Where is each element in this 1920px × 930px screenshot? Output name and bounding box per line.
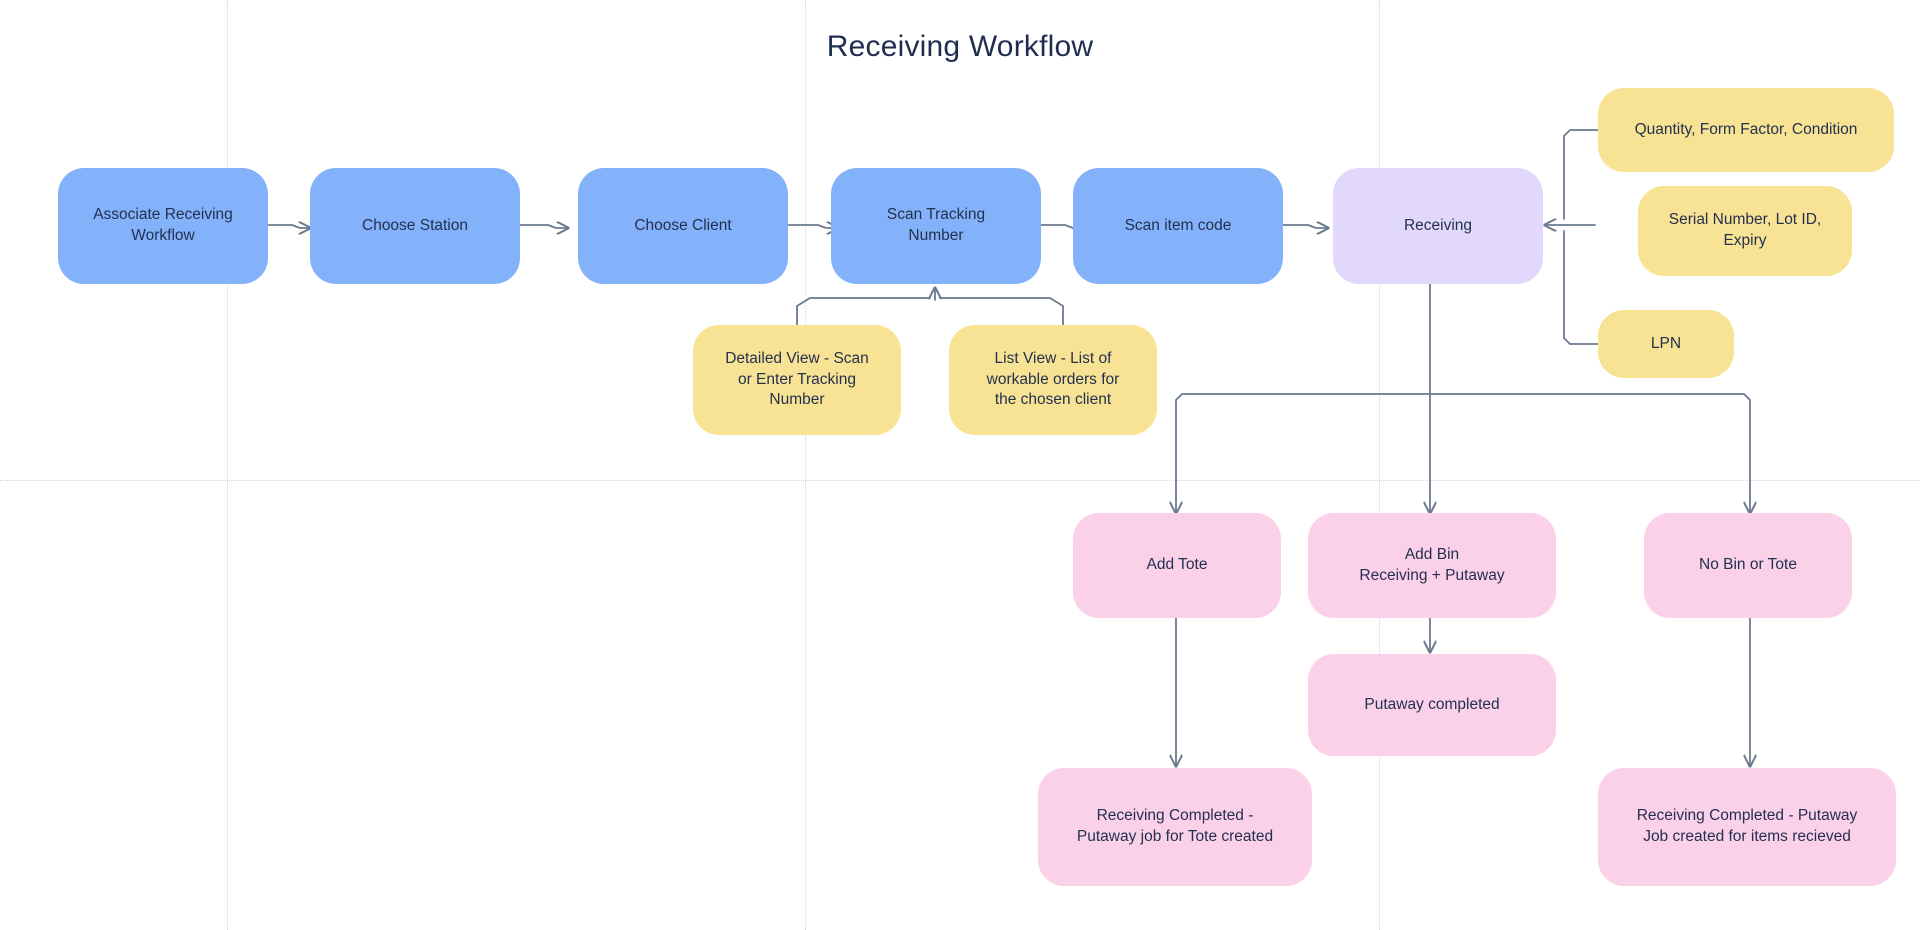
grid-line-vertical (805, 0, 806, 930)
node-scan-item-code[interactable]: Scan item code (1073, 168, 1283, 284)
node-label: Associate Receiving Workflow (93, 206, 233, 244)
page-title: Receiving Workflow (826, 30, 1094, 63)
node-associate-receiving-workflow[interactable]: Associate Receiving Workflow (58, 168, 268, 284)
node-choose-station[interactable]: Choose Station (310, 168, 520, 284)
node-scan-tracking-number[interactable]: Scan Tracking Number (831, 168, 1041, 284)
grid-line-vertical (227, 0, 228, 930)
node-label: Receiving (1403, 216, 1473, 234)
node-label: Receiving Completed - Putaway job for To… (1076, 807, 1274, 845)
node-label: Putaway completed (1364, 695, 1500, 713)
node-label: List View - List of workable orders for … (986, 349, 1120, 409)
node-label: Serial Number, Lot ID, Expiry (1668, 211, 1822, 249)
node-detailed-view[interactable]: Detailed View - Scan or Enter Tracking N… (693, 325, 901, 435)
node-label: Add Bin Receiving + Putaway (1359, 545, 1505, 584)
node-label: Scan Tracking Number (886, 206, 986, 244)
node-label: Detailed View - Scan or Enter Tracking N… (725, 349, 869, 409)
node-serial-number-lot-id-expiry[interactable]: Serial Number, Lot ID, Expiry (1638, 186, 1852, 276)
node-label: Add Tote (1146, 556, 1208, 574)
node-quantity-form-factor-condition[interactable]: Quantity, Form Factor, Condition (1598, 88, 1894, 172)
node-list-view[interactable]: List View - List of workable orders for … (949, 325, 1157, 435)
node-label: Choose Station (362, 216, 468, 234)
node-label: Quantity, Form Factor, Condition (1634, 120, 1858, 138)
node-label: Scan item code (1124, 216, 1232, 234)
grid-line-vertical (1379, 0, 1380, 930)
node-label: No Bin or Tote (1699, 556, 1797, 574)
node-label: Receiving Completed - Putaway Job create… (1636, 807, 1858, 845)
node-no-bin-or-tote[interactable]: No Bin or Tote (1644, 513, 1852, 618)
node-receiving-completed-items[interactable]: Receiving Completed - Putaway Job create… (1598, 768, 1896, 886)
node-add-bin[interactable]: Add Bin Receiving + Putaway (1308, 513, 1556, 618)
node-label: LPN (1650, 334, 1682, 352)
node-receiving-completed-tote[interactable]: Receiving Completed - Putaway job for To… (1038, 768, 1312, 886)
node-add-tote[interactable]: Add Tote (1073, 513, 1281, 618)
node-receiving[interactable]: Receiving (1333, 168, 1543, 284)
node-lpn[interactable]: LPN (1598, 310, 1734, 378)
node-putaway-completed[interactable]: Putaway completed (1308, 654, 1556, 756)
grid-line-horizontal (0, 480, 1920, 481)
node-label: Choose Client (634, 216, 732, 234)
node-choose-client[interactable]: Choose Client (578, 168, 788, 284)
